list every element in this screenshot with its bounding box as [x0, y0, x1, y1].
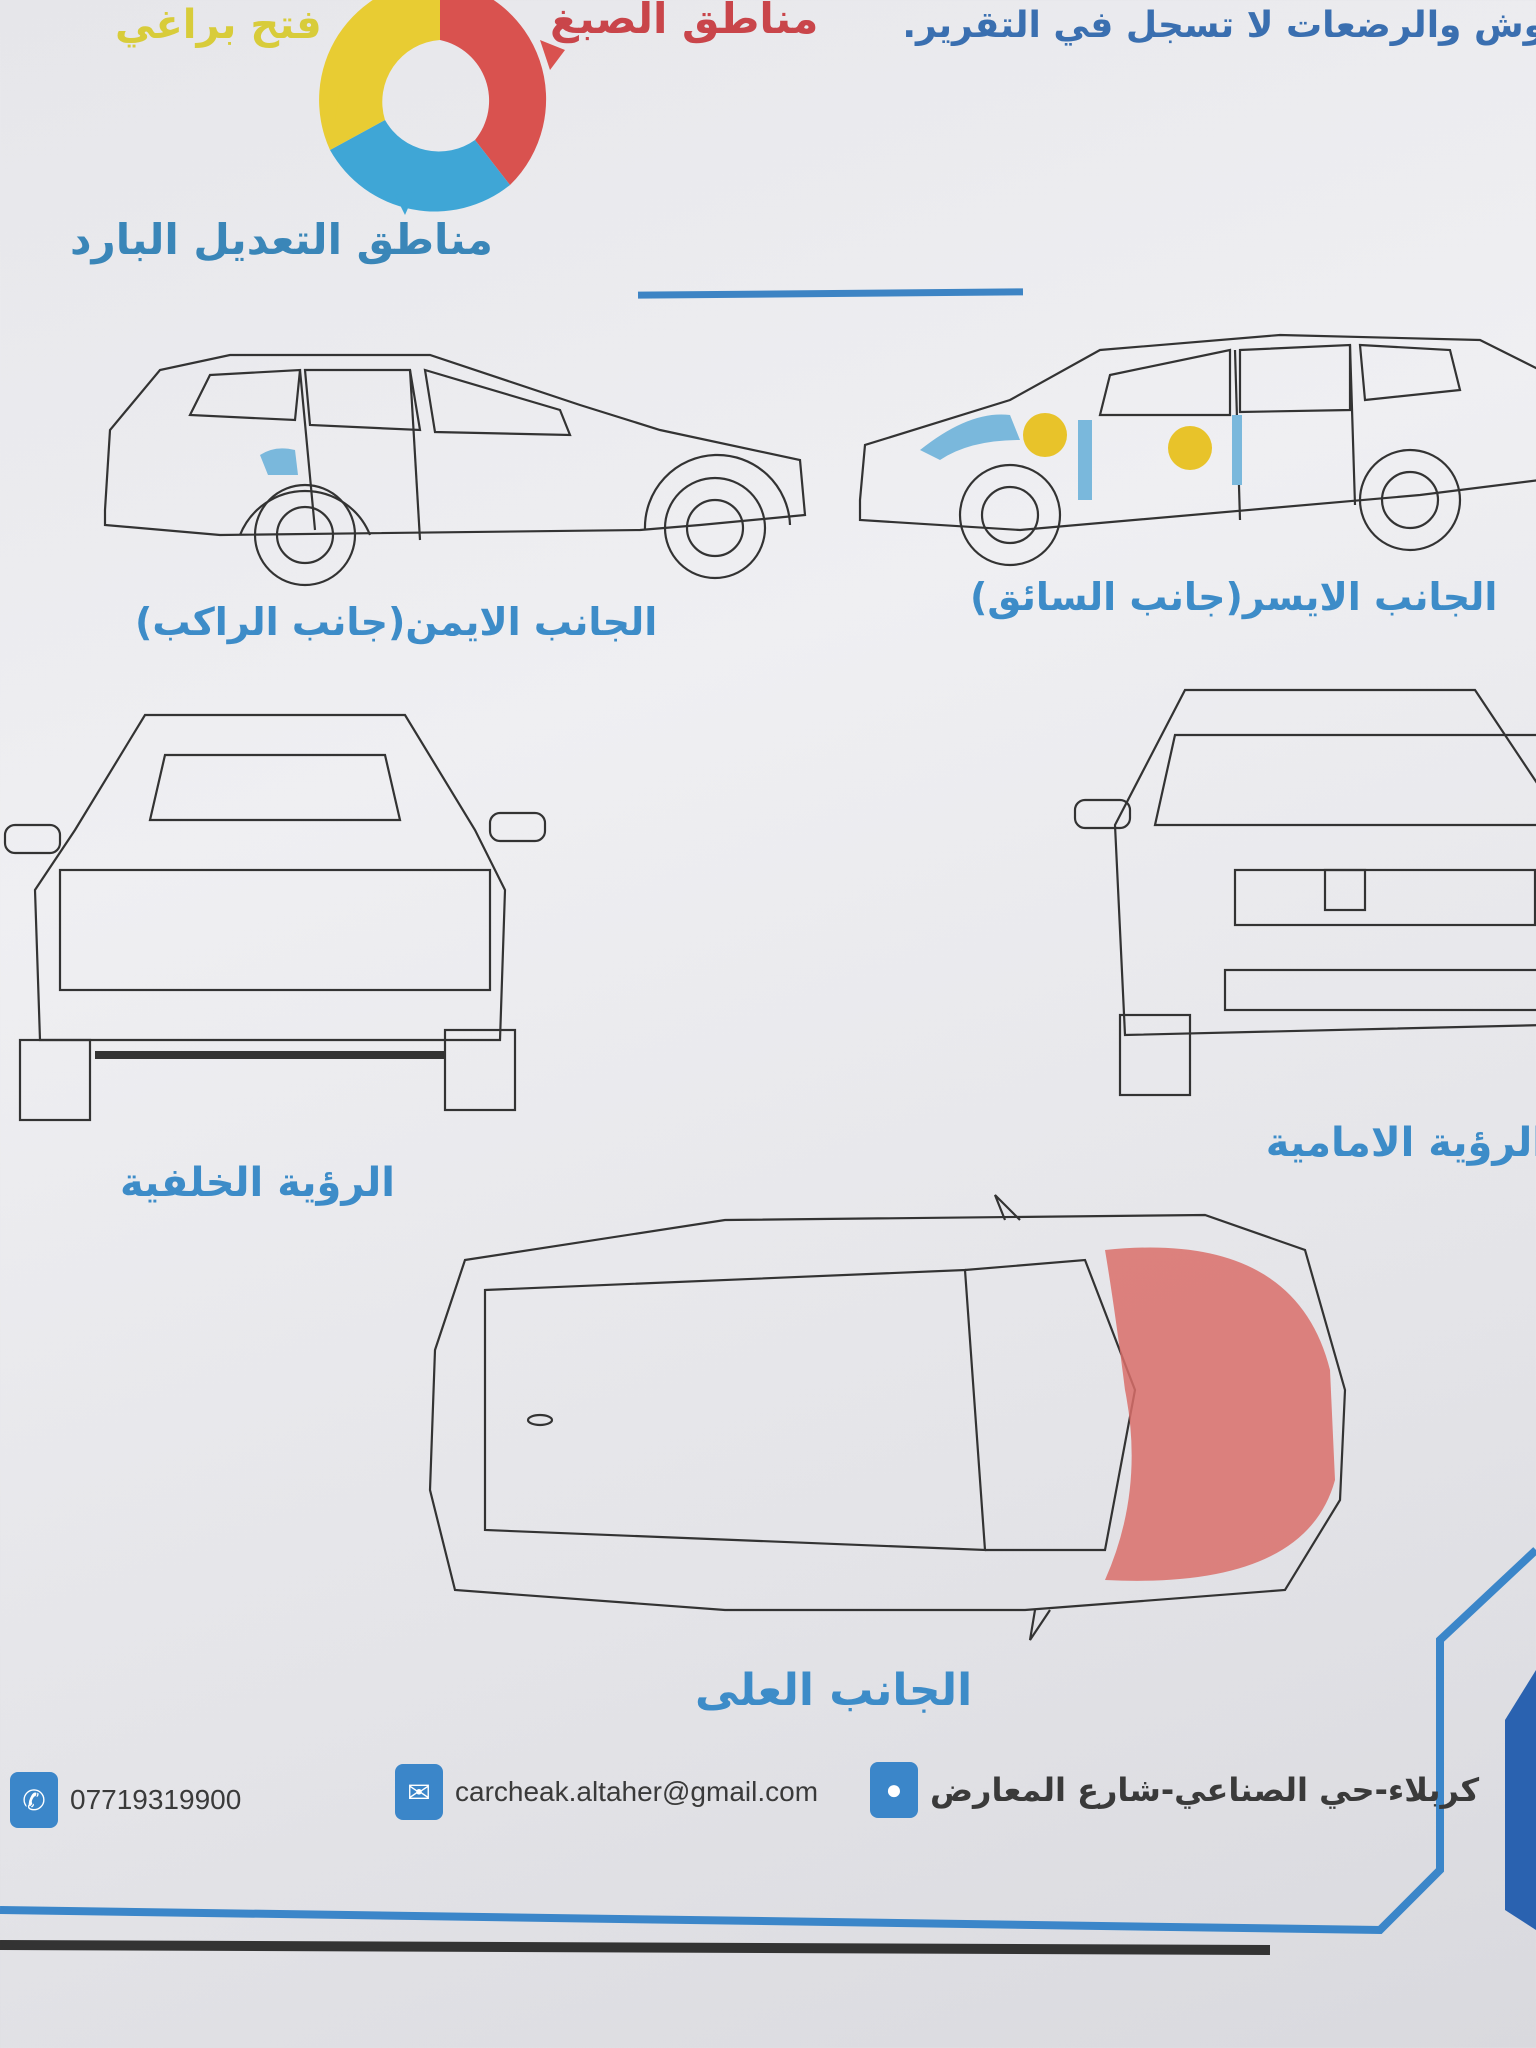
footer-address: ● كربلاء-حي الصناعي-شارع المعارض — [870, 1762, 1479, 1818]
view-label-left-side: الجانب الايسر(جانب السائق) — [970, 575, 1498, 619]
car-rear-view-drawing — [3, 713, 547, 1122]
view-label-rear: الرؤية الخلفية — [120, 1160, 395, 1206]
car-front-view-drawing — [1073, 688, 1536, 1097]
legend-cold-repair-label: مناطق التعديل البارد — [70, 215, 493, 264]
car-top-view-drawing — [428, 1194, 1347, 1641]
view-label-front: الرؤية الامامية — [1265, 1120, 1536, 1166]
car-left-side-drawing — [858, 333, 1536, 567]
report-note: وش والرضعات لا تسجل في التقرير. — [902, 5, 1536, 46]
envelope-icon: ✉ — [395, 1764, 443, 1820]
phone-number: 07719319900 — [70, 1784, 242, 1815]
divider — [637, 288, 1024, 299]
footer-phone[interactable]: ✆ 07719319900 — [10, 1772, 241, 1828]
phone-icon: ✆ — [10, 1772, 58, 1828]
footer-email[interactable]: ✉ carcheak.altaher@gmail.com — [395, 1764, 818, 1820]
legend-donut-icon — [319, 0, 565, 215]
frame-decoration — [0, 1547, 1536, 1955]
address-text: كربلاء-حي الصناعي-شارع المعارض — [930, 1771, 1480, 1809]
view-label-right-side: الجانب الايمن(جانب الراكب) — [135, 600, 658, 644]
car-right-side-drawing — [103, 353, 807, 587]
email-address: carcheak.altaher@gmail.com — [455, 1776, 819, 1807]
location-pin-icon: ● — [870, 1762, 918, 1818]
legend-paint-label: مناطق الصبغ — [550, 0, 819, 43]
view-label-top: الجانب العلى — [695, 1665, 973, 1716]
legend-bolts-label: فتح براغي — [115, 2, 322, 48]
